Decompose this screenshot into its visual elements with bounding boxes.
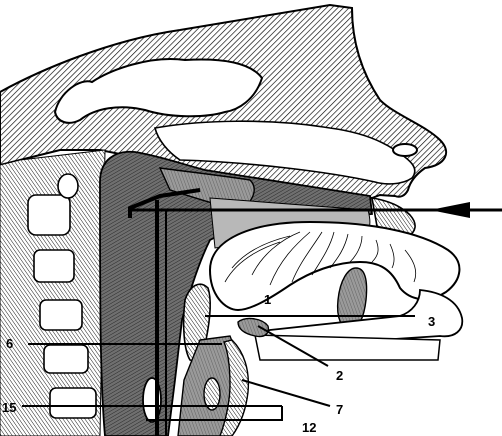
- atlas-arch: [58, 174, 78, 198]
- label-15: 15: [2, 400, 16, 415]
- nostril: [393, 144, 417, 156]
- label-12: 12: [302, 420, 316, 435]
- leader-7: [242, 380, 330, 406]
- label-2: 2: [336, 368, 343, 383]
- vertebra: [28, 195, 70, 235]
- vertebra: [34, 250, 74, 282]
- reference-arrowhead: [430, 202, 470, 218]
- label-3: 3: [428, 314, 435, 329]
- label-1: 1: [264, 292, 271, 307]
- vertebra: [44, 345, 88, 373]
- label-7: 7: [336, 402, 343, 417]
- vertebra: [40, 300, 82, 330]
- label-6: 6: [6, 336, 13, 351]
- vertebra: [50, 388, 96, 418]
- hyoid-bone: [238, 319, 268, 337]
- mandible: [255, 335, 440, 360]
